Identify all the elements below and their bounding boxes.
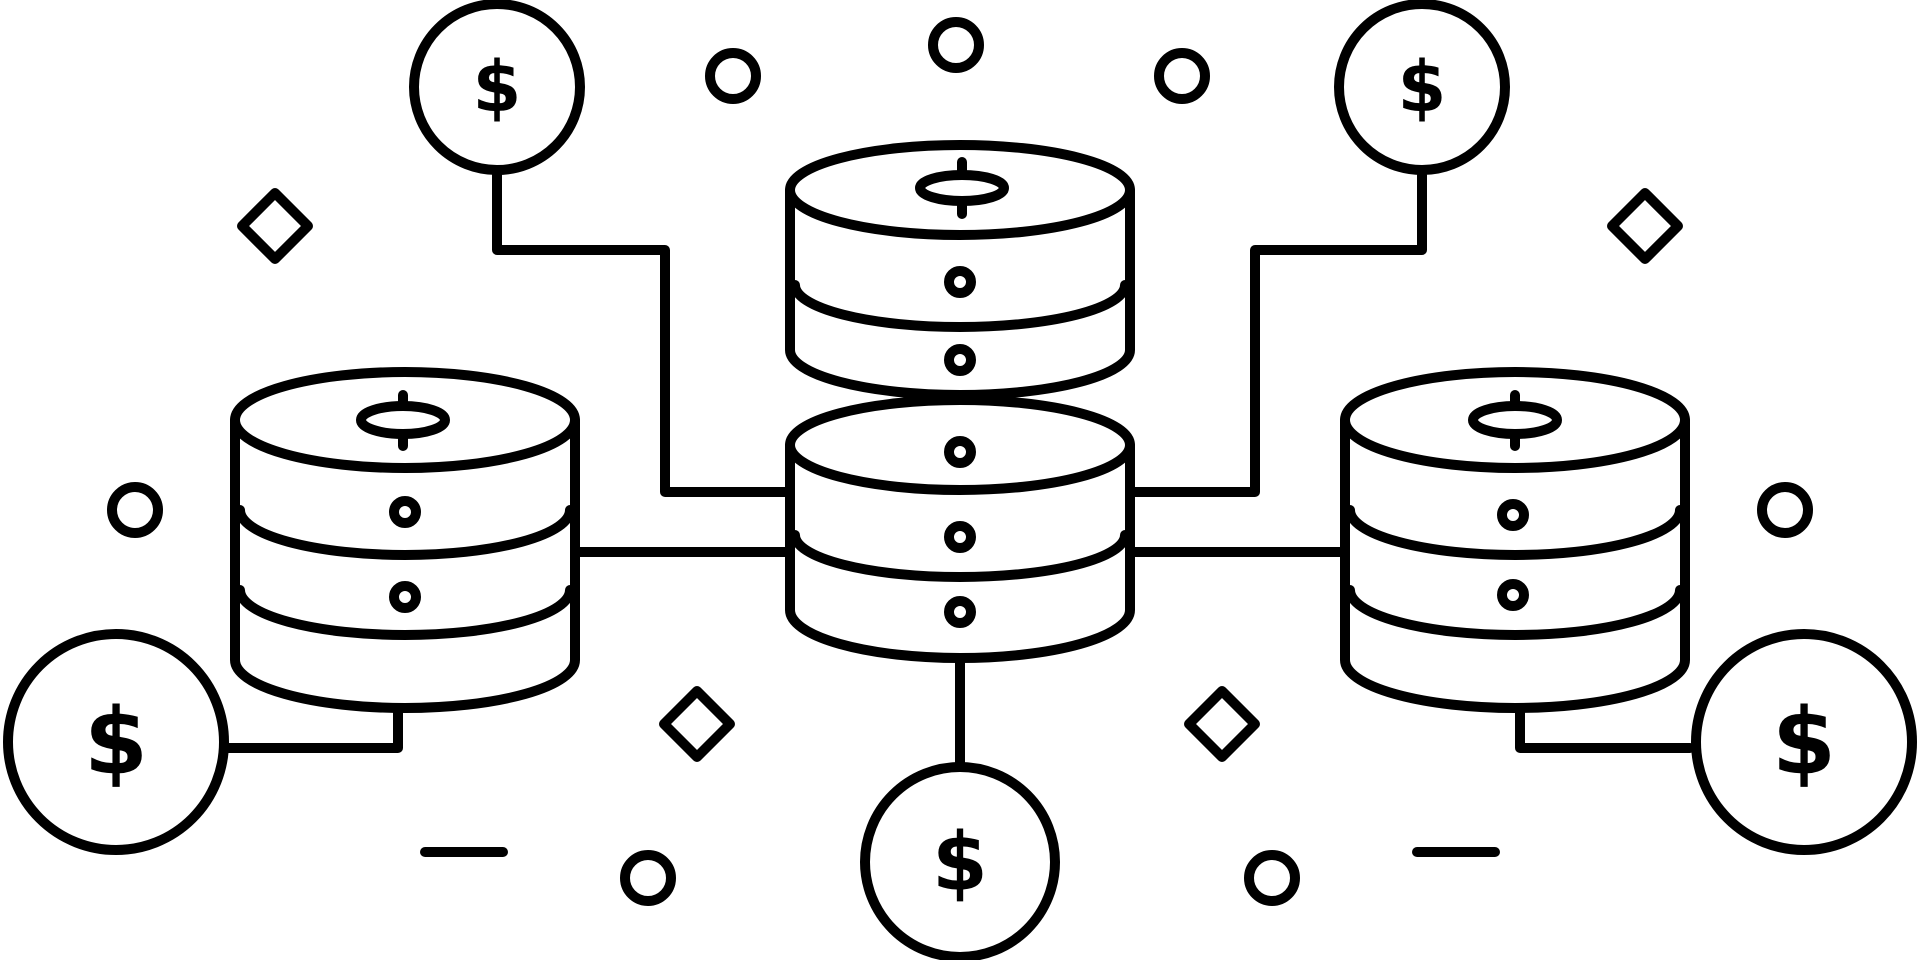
diamond-icon [659,686,735,762]
small-circle-icon [1757,482,1813,538]
database-right [1340,367,1690,713]
disk-indicator-icon [1497,579,1529,611]
coin-bottom-left: $ [3,629,229,855]
dollar-icon: $ [84,689,148,796]
disk-indicator-icon [944,266,976,298]
small-circle-icon [620,850,676,906]
diamond-icon [1607,188,1683,264]
small-circle-icon [1154,48,1210,104]
decorations [107,17,1813,906]
connector-bottom-right [1515,707,1695,753]
dollar-icon: $ [1398,46,1447,128]
diamond-icon [1184,686,1260,762]
dollar-icon: $ [932,816,988,909]
database-center-bottom [785,395,1135,663]
small-circle-icon [107,482,163,538]
small-circle-icon [1244,850,1300,906]
connector-top-left [492,170,790,497]
coin-top-right: $ [1334,0,1510,175]
coin-bottom-right: $ [1691,629,1917,855]
disk-indicator-icon [944,521,976,553]
dollar-icon: $ [1772,689,1836,796]
dollar-icon: $ [473,46,522,128]
connector-bottom-left [223,707,403,753]
disk-indicator-icon [944,436,976,468]
disk-indicator-icon [389,496,421,528]
disk-indicator-icon [944,596,976,628]
small-circle-icon [705,48,761,104]
disk-indicator-icon [944,344,976,376]
coin-top-left: $ [409,0,585,175]
disk-indicator-icon [1497,499,1529,531]
connector-top-right [1130,170,1427,497]
coin-bottom-center: $ [860,762,1060,960]
disk-indicator-icon [389,581,421,613]
diamond-icon [237,188,313,264]
database-left [230,367,580,713]
small-circle-icon [928,17,984,73]
database-center-top [785,140,1135,400]
connector-lines [223,170,1695,767]
